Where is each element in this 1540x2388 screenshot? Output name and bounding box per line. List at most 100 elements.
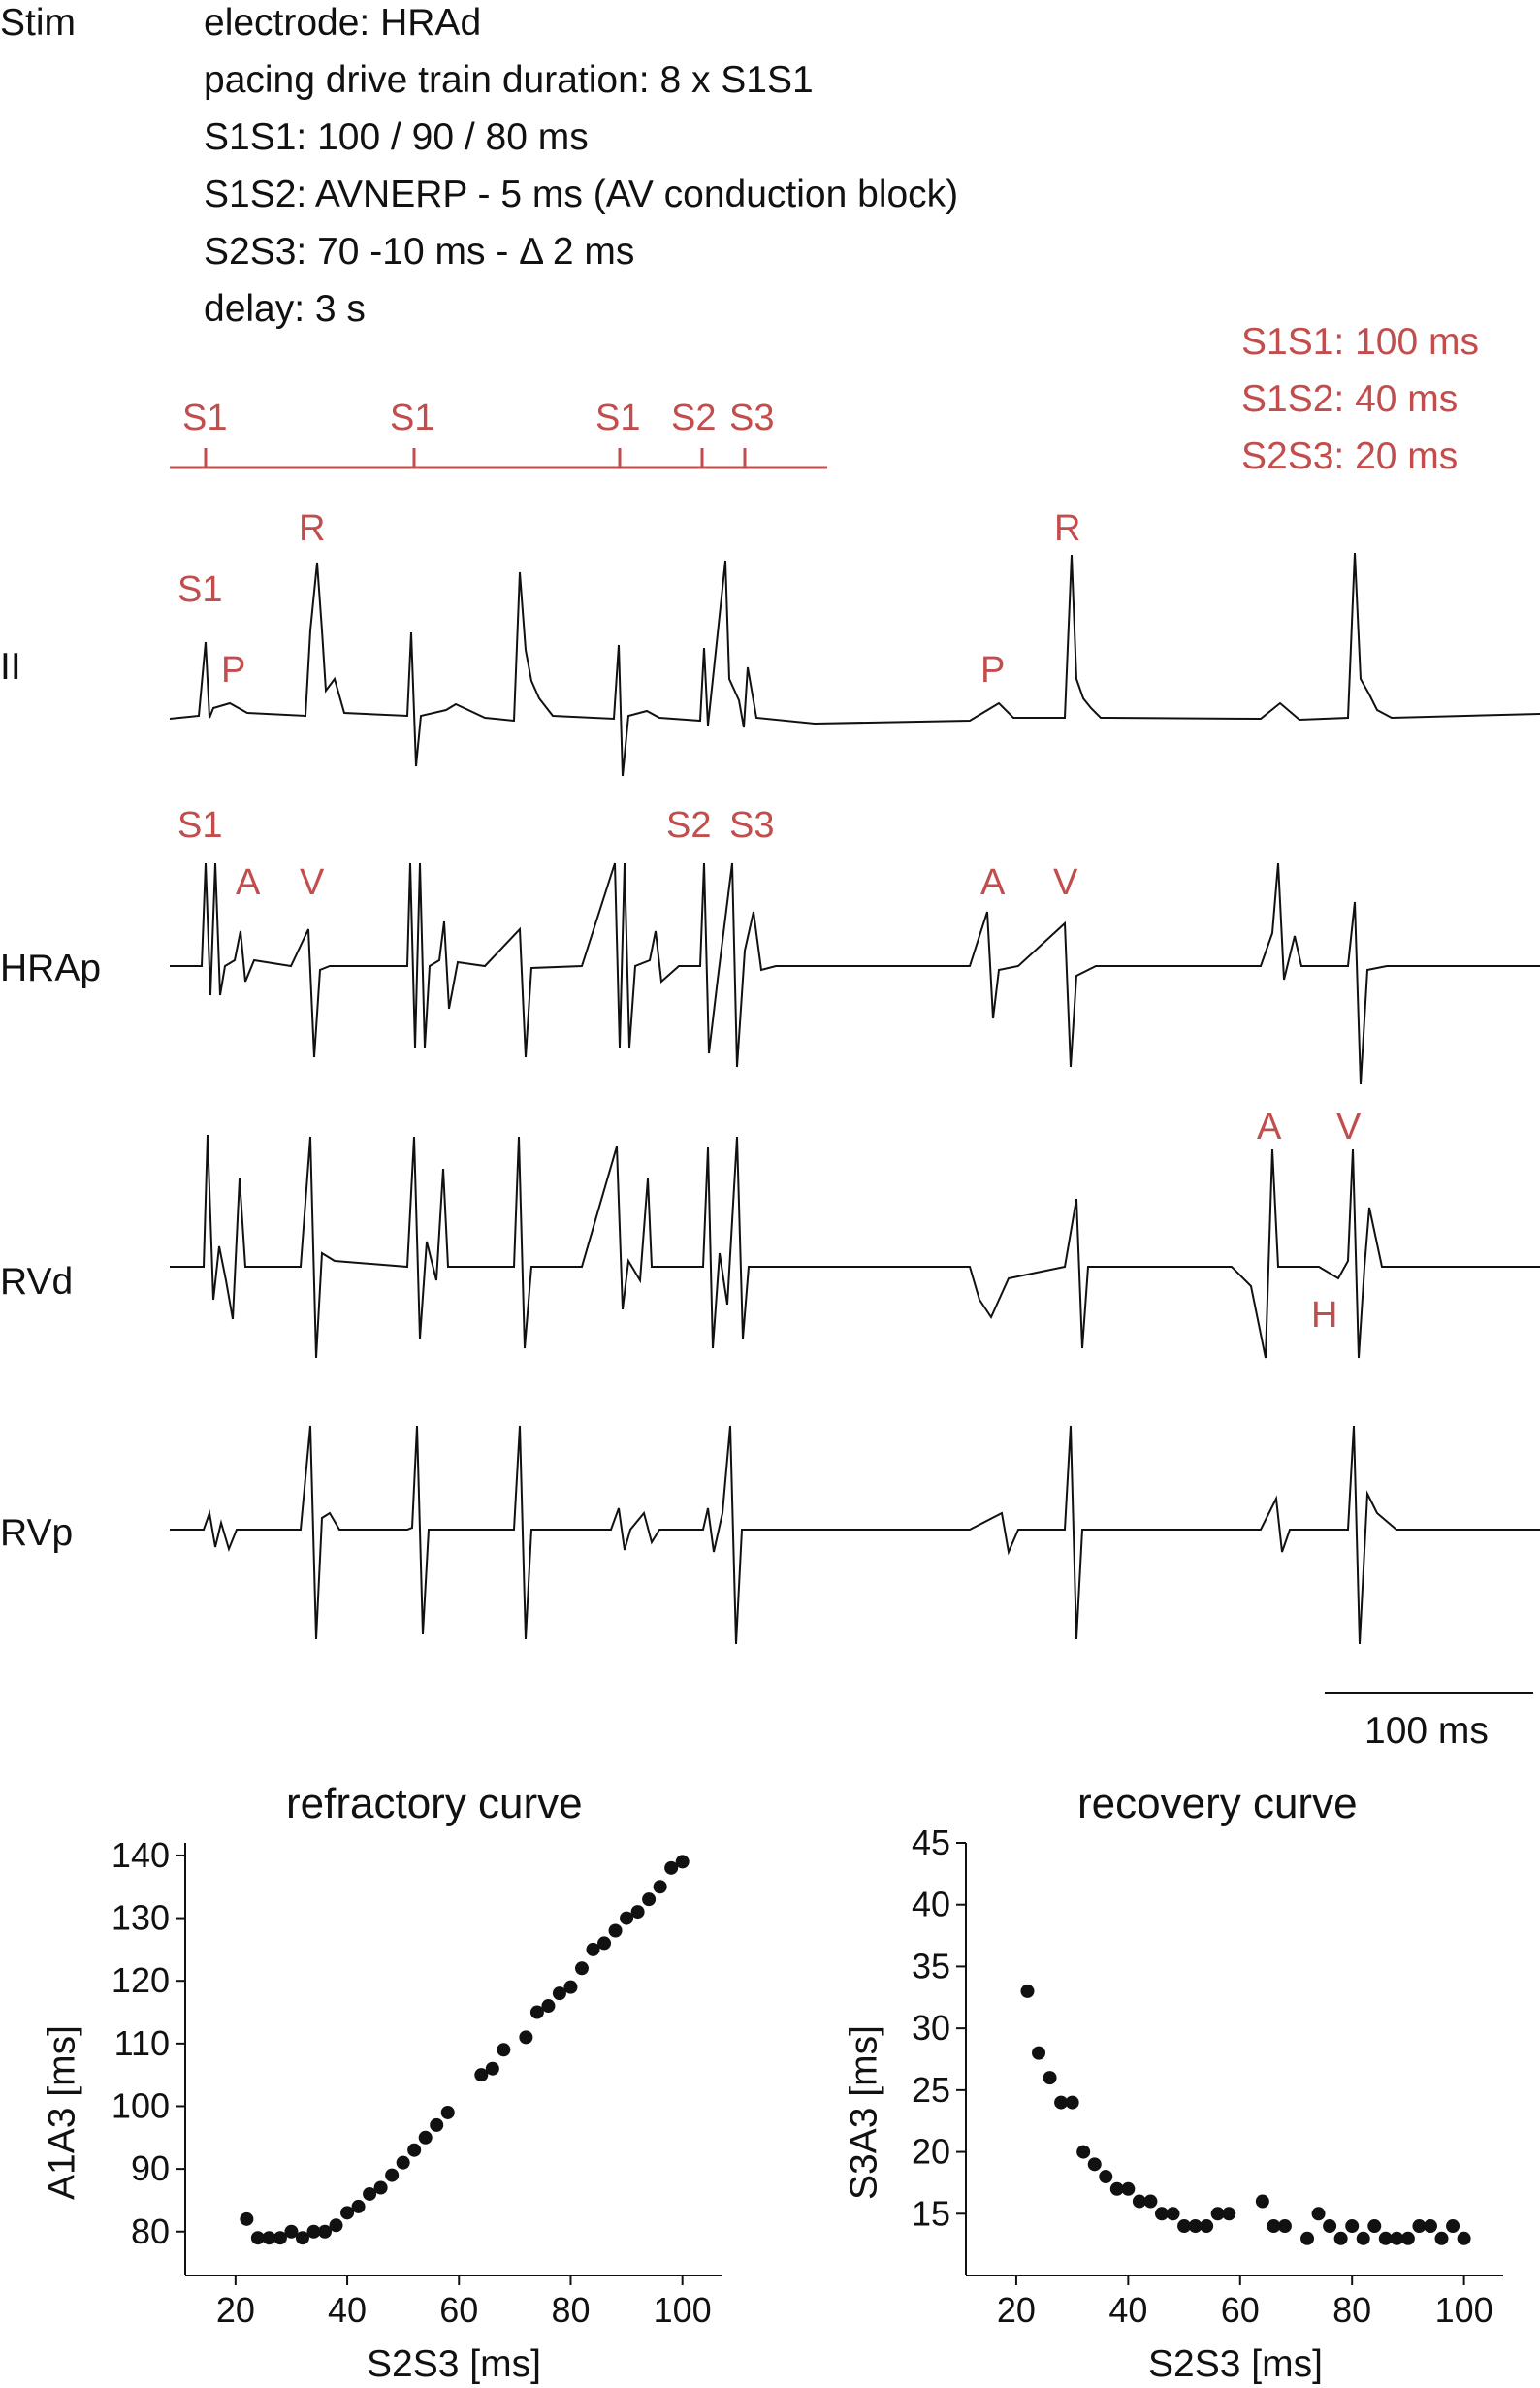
trace-label-hrap: HRAp: [0, 948, 102, 989]
refractory-y-tick-label: 80: [131, 2211, 170, 2251]
recovery-x-tick-label: 40: [1108, 2290, 1147, 2330]
hrap-annotation-s1: S1: [177, 805, 223, 846]
stim-marker-s1-a: S1: [182, 398, 228, 438]
recovery-data-point: [1200, 2219, 1214, 2234]
trace-ii-path: [169, 552, 1540, 777]
recovery-data-point: [1222, 2207, 1236, 2221]
refractory-chart-title: refractory curve: [286, 1780, 583, 1827]
trace-label-rvd: RVd: [0, 1261, 74, 1303]
recovery-data-point: [1255, 2194, 1269, 2209]
recovery-y-tick-label: 45: [912, 1823, 950, 1862]
recovery-data-point: [1132, 2194, 1146, 2209]
stim-marker-s3: S3: [729, 398, 775, 438]
header-line-delay: delay: 3 s: [204, 288, 366, 330]
recovery-y-tick-label: 40: [912, 1885, 950, 1924]
refractory-data-point: [519, 2030, 533, 2045]
recovery-data-point: [1043, 2071, 1057, 2085]
refractory-data-point: [373, 2180, 388, 2195]
hrap-annotation-v2: V: [1053, 862, 1078, 903]
recovery-data-point: [1423, 2219, 1437, 2234]
refractory-data-point: [363, 2186, 377, 2201]
recovery-data-point: [1333, 2231, 1348, 2245]
ii-annotation-p1: P: [221, 650, 246, 691]
ii-annotation-s1: S1: [177, 569, 223, 610]
refractory-data-point: [586, 1942, 600, 1956]
recovery-y-tick-label: 35: [912, 1946, 950, 1985]
header-line-electrode: electrode: HRAd: [204, 2, 482, 44]
trace-label-rvp: RVp: [0, 1512, 74, 1554]
refractory-x-tick-label: 40: [328, 2290, 367, 2330]
refractory-y-tick-label: 90: [131, 2148, 170, 2188]
recovery-data-point: [1367, 2219, 1382, 2234]
refractory-data-point: [284, 2224, 299, 2239]
protocol-s2s3: S2S3: 20 ms: [1241, 436, 1459, 477]
refractory-y-tick-label: 140: [112, 1835, 170, 1875]
trace-rvp-path: [170, 1425, 1540, 1645]
trace-hrap-path: [170, 862, 1540, 1085]
recovery-data-point: [1412, 2219, 1427, 2234]
refractory-data-point: [620, 1911, 634, 1925]
rvd-annotation-a: A: [1257, 1107, 1282, 1147]
recovery-data-point: [1457, 2231, 1471, 2245]
refractory-x-tick-label: 20: [216, 2290, 255, 2330]
recovery-y-tick-label: 30: [912, 2008, 950, 2048]
recovery-data-point: [1400, 2231, 1415, 2245]
header-line-s1s1: S1S1: 100 / 90 / 80 ms: [204, 116, 589, 158]
recovery-data-point: [1210, 2207, 1225, 2221]
scale-bar-label: 100 ms: [1364, 1710, 1489, 1752]
trace-label-ii: II: [0, 646, 21, 688]
hrap-annotation-s2: S2: [666, 805, 712, 846]
refractory-data-point: [295, 2231, 309, 2245]
stim-marker-s1-c: S1: [595, 398, 641, 438]
refractory-data-point: [574, 1961, 589, 1976]
refractory-data-point: [329, 2218, 343, 2233]
recovery-y-tick-label: 25: [912, 2070, 950, 2110]
recovery-data-point: [1020, 1984, 1035, 1998]
refractory-data-point: [440, 2105, 455, 2119]
refractory-y-tick-label: 100: [112, 2085, 170, 2125]
recovery-data-point: [1054, 2095, 1069, 2110]
refractory-data-point: [240, 2211, 254, 2226]
recovery-data-point: [1154, 2207, 1169, 2221]
recovery-data-point: [1378, 2231, 1393, 2245]
recovery-data-point: [1434, 2231, 1449, 2245]
rvd-annotation-h: H: [1311, 1295, 1338, 1336]
hrap-annotation-s3: S3: [729, 805, 775, 846]
refractory-data-point: [340, 2206, 355, 2220]
stim-marker-s1-b: S1: [390, 398, 435, 438]
refractory-data-point: [597, 1936, 612, 1951]
refractory-data-point: [385, 2168, 400, 2182]
refractory-data-point: [318, 2224, 333, 2239]
recovery-data-point: [1166, 2207, 1180, 2221]
refractory-data-point: [262, 2231, 276, 2245]
hrap-annotation-a2: A: [980, 862, 1006, 903]
ii-annotation-r2: R: [1054, 508, 1081, 549]
header-line-s2s3: S2S3: 70 -10 ms - Δ 2 ms: [204, 231, 635, 273]
refractory-data-point: [273, 2231, 287, 2245]
refractory-data-point: [407, 2143, 422, 2157]
stim-marker-s2: S2: [671, 398, 717, 438]
recovery-y-tick-label: 15: [912, 2193, 950, 2233]
refractory-data-point: [541, 1999, 556, 2014]
refractory-data-point: [675, 1855, 690, 1869]
recovery-data-point: [1121, 2181, 1136, 2196]
refractory-data-point: [608, 1923, 623, 1938]
trace-ii: [169, 552, 1540, 777]
refractory-data-point: [474, 2068, 489, 2082]
recovery-y-tick-label: 20: [912, 2132, 950, 2172]
refractory-data-point: [497, 2043, 511, 2057]
recovery-data-point: [1277, 2219, 1292, 2234]
header-line-s1s2: S1S2: AVNERP - 5 ms (AV conduction block…: [204, 174, 959, 215]
protocol-s1s2: S1S2: 40 ms: [1241, 378, 1459, 420]
recovery-data-point: [1065, 2095, 1079, 2110]
refractory-data-point: [653, 1880, 667, 1894]
trace-rvp: [170, 1425, 1540, 1645]
recovery-data-point: [1345, 2219, 1360, 2234]
recovery-x-tick-label: 60: [1221, 2290, 1260, 2330]
refractory-x-tick-label: 60: [439, 2290, 478, 2330]
header-line-drive-train: pacing drive train duration: 8 x S1S1: [204, 59, 814, 101]
trace-rvd: [170, 1134, 1540, 1359]
